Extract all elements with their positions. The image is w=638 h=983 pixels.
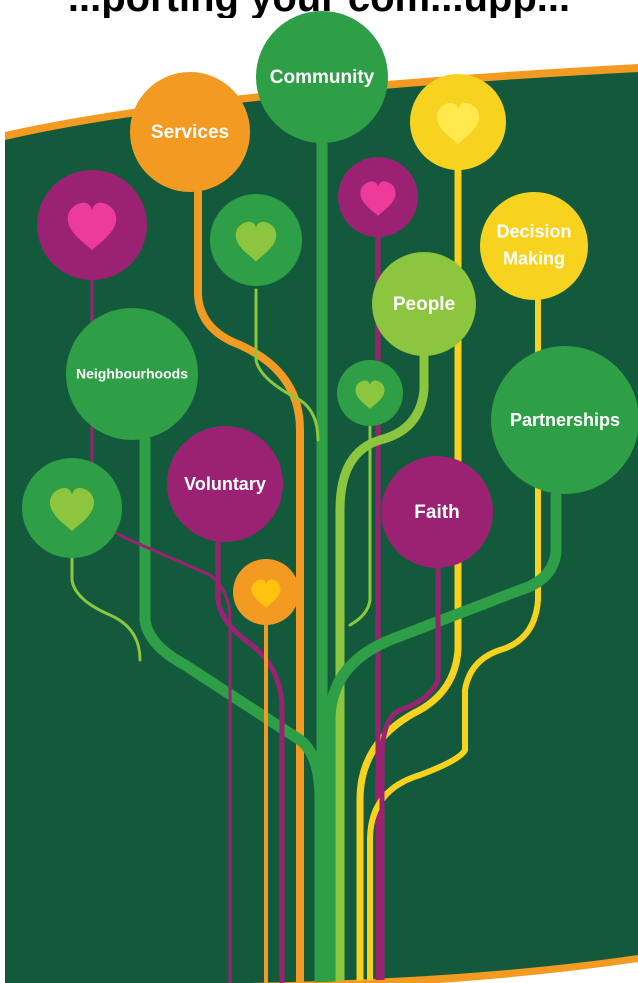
- branch-heart-green-low: [70, 553, 142, 662]
- node-partnerships: Partnerships: [491, 346, 638, 494]
- branch-faith: [379, 567, 441, 983]
- node-label: People: [393, 294, 455, 315]
- node-label: Voluntary: [184, 474, 266, 494]
- branch-heart-green-left: [254, 288, 320, 442]
- node-heart-green-low: [22, 458, 122, 558]
- node-voluntary: Voluntary: [167, 426, 283, 542]
- branch-heart-green-mid: [348, 423, 372, 627]
- node-label: Services: [151, 122, 229, 143]
- node-circle: [130, 72, 250, 192]
- node-label: Community: [270, 67, 375, 88]
- node-faith: Faith: [381, 456, 493, 568]
- branch-voluntary: [215, 532, 285, 983]
- branches: [70, 134, 562, 983]
- node-circle: [66, 308, 198, 440]
- branch-people: [335, 347, 429, 983]
- node-neighbourhoods: Neighbourhoods: [66, 308, 198, 440]
- branch-yellow-top: [356, 166, 462, 983]
- node-circle: [381, 456, 493, 568]
- branch-decision: [367, 297, 541, 983]
- node-people: People: [372, 252, 476, 356]
- branch-partnerships: [324, 490, 562, 983]
- node-heart-green-mid: [337, 360, 403, 426]
- node-label: Faith: [414, 502, 459, 523]
- node-heart-purple-mid: [338, 157, 418, 237]
- node-heart-purple-left: [37, 170, 147, 280]
- nodes: CommunityServicesDecisionMakingPeopleNei…: [22, 11, 638, 625]
- banner-text: ...porting your com...upp...: [0, 0, 638, 18]
- node-circle: [480, 192, 588, 300]
- node-services: Services: [130, 72, 250, 192]
- node-label-line: Making: [503, 248, 565, 268]
- branch-neighbourhoods: [139, 434, 326, 983]
- branch-services: [194, 186, 304, 983]
- node-community: Community: [256, 11, 388, 143]
- node-circle: [167, 426, 283, 542]
- node-heart-green-left: [210, 194, 302, 286]
- node-heart-orange-low: [233, 559, 299, 625]
- node-label: Neighbourhoods: [76, 366, 188, 382]
- node-circle: [256, 11, 388, 143]
- node-label: Partnerships: [510, 410, 620, 430]
- node-circle: [372, 252, 476, 356]
- node-circle: [491, 346, 638, 494]
- node-heart-yellow-top: [410, 74, 506, 170]
- node-label-line: Decision: [496, 221, 571, 241]
